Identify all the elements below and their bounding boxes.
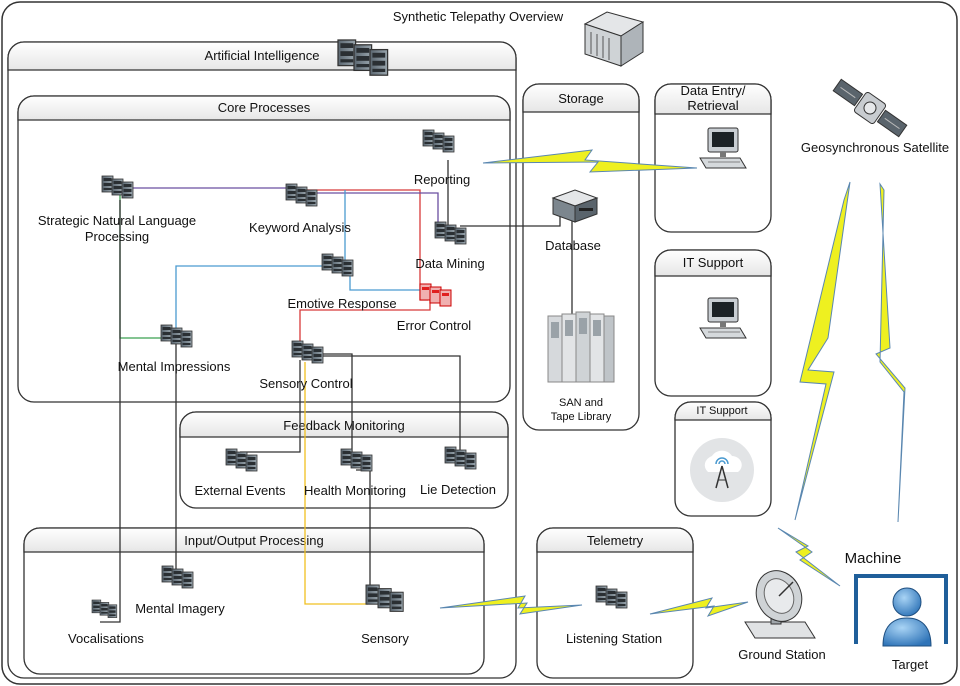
it-support-small-group-label: IT Support — [696, 405, 747, 417]
ai-group-label: Artificial Intelligence — [205, 48, 320, 63]
link-snlp-vocalisations — [100, 200, 121, 623]
listening-label: Listening Station — [566, 631, 662, 646]
vocalisations-label: Vocalisations — [68, 631, 144, 646]
link-error-sensorycontrol — [299, 300, 431, 348]
lightning-reporting-dataentry — [482, 149, 698, 173]
sensorycontrol-label: Sensory Control — [259, 376, 352, 391]
target-frame — [854, 574, 948, 644]
ground-station-label: Ground Station — [738, 647, 825, 662]
data-entry-group-label-line2: Retrieval — [687, 98, 738, 113]
san-label-line1: SAN and — [559, 397, 603, 409]
san-label-line2: Tape Library — [551, 411, 612, 423]
link-emotive-impressions — [175, 265, 330, 330]
health-label: Health Monitoring — [304, 483, 406, 498]
imagery-label: Mental Imagery — [135, 601, 225, 616]
lightning-ground-machine — [777, 527, 841, 587]
wifi-tower-icon — [690, 438, 754, 502]
satellite-icon — [832, 78, 908, 138]
link-keyword-datamining — [300, 192, 439, 232]
snlp-label-line1: Strategic Natural Language — [38, 213, 196, 228]
snlp-label-line2: Processing — [85, 229, 149, 244]
io-group-label: Input/Output Processing — [184, 533, 323, 548]
core-group-label: Core Processes — [218, 100, 311, 115]
link-sensorycontrol-sensory — [304, 362, 368, 605]
lie-label: Lie Detection — [420, 482, 496, 497]
data-entry-group-label-line1: Data Entry/ — [680, 83, 745, 98]
satellite-label: Geosynchronous Satellite — [801, 140, 949, 155]
lightning-sensory-listening — [439, 595, 583, 615]
dish-icon — [744, 570, 816, 639]
reporting-label: Reporting — [414, 172, 470, 187]
node-labels: Strategic Natural Language Processing Ke… — [38, 140, 949, 672]
san-rack-icon — [547, 311, 615, 383]
connection-lines — [100, 160, 573, 623]
database-label: Database — [545, 238, 601, 253]
sensory-label: Sensory — [361, 631, 409, 646]
wireless-links — [439, 149, 906, 617]
target-label: Target — [892, 657, 929, 672]
lightning-listening-ground — [649, 597, 749, 617]
impressions-label: Mental Impressions — [118, 359, 231, 374]
title-server-icon — [583, 11, 645, 67]
emotive-label: Emotive Response — [287, 296, 396, 311]
keyword-label: Keyword Analysis — [249, 220, 351, 235]
link-sensorycontrol-external — [240, 360, 301, 453]
lightning-satellite-target — [875, 182, 906, 523]
it-support-group-label: IT Support — [683, 255, 744, 270]
lightning-satellite-ground — [794, 181, 851, 521]
storage-group-label: Storage — [558, 91, 604, 106]
external-label: External Events — [194, 483, 286, 498]
datamining-label: Data Mining — [415, 256, 484, 271]
database-icon — [551, 189, 599, 223]
telemetry-group-label: Telemetry — [587, 533, 644, 548]
link-sensorycontrol-lie — [315, 355, 461, 450]
error-control-label: Error Control — [397, 318, 472, 333]
person-icon — [882, 587, 932, 647]
page-title: Synthetic Telepathy Overview — [393, 9, 564, 24]
link-sensorycontrol-health — [320, 353, 353, 452]
feedback-group-label: Feedback Monitoring — [283, 418, 404, 433]
machine-label: Machine — [845, 550, 902, 567]
